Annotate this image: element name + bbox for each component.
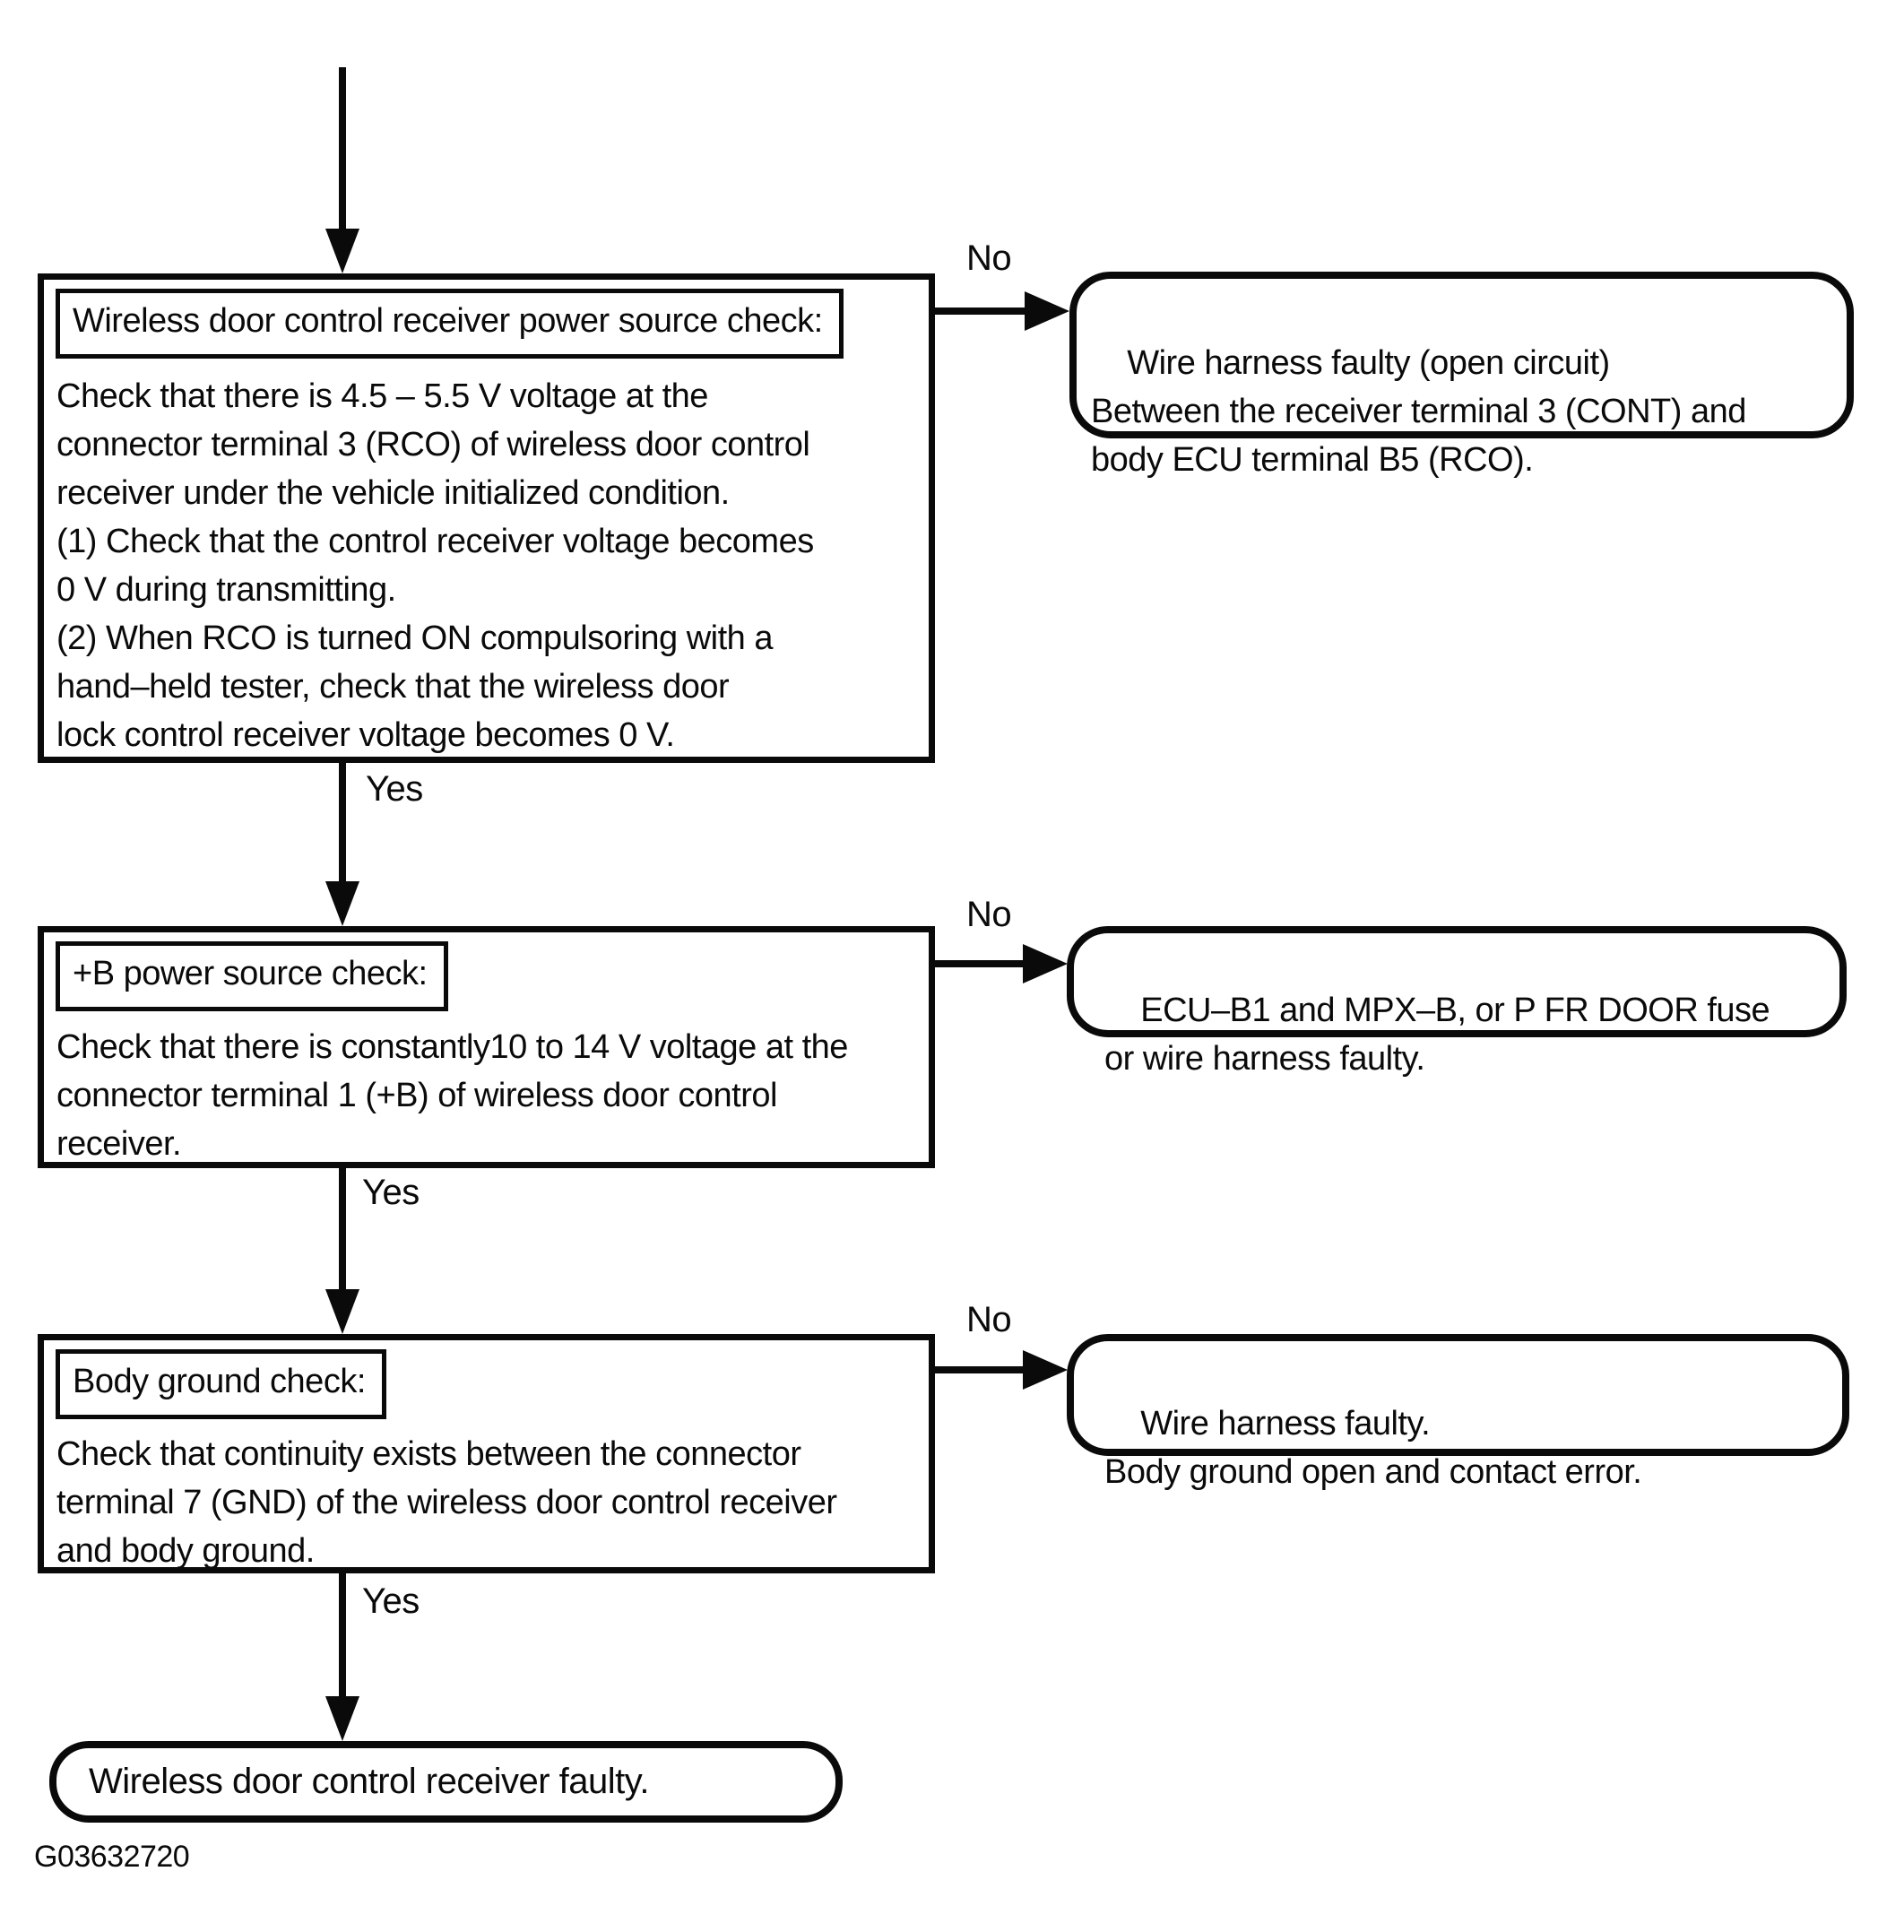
step-1-box: Wireless door control receiver power sou…: [38, 273, 935, 763]
step-2-yes-arrow-head-icon: [325, 1289, 359, 1334]
step-3-body: Check that continuity exists between the…: [56, 1435, 837, 1570]
step-2-yes-label: Yes: [362, 1173, 420, 1212]
step-2-body: Check that there is constantly10 to 14 V…: [56, 1028, 848, 1163]
entry-arrow-head-icon: [325, 229, 359, 273]
step-1-title: Wireless door control receiver power sou…: [56, 289, 844, 359]
step-2-no-result-box: ECU–B1 and MPX–B, or P FR DOOR fuse or w…: [1067, 926, 1847, 1078]
step-1-no-result-text: Wire harness faulty (open circuit) Betwe…: [1091, 344, 1746, 479]
final-result-text: Wireless door control receiver faulty.: [89, 1762, 649, 1801]
step-1-no-arrow-line: [935, 308, 1026, 315]
step-1-yes-arrow-head-icon: [325, 881, 359, 926]
step-3-yes-label: Yes: [362, 1581, 420, 1621]
step-2-yes-arrow-line: [339, 1166, 346, 1294]
step-3-no-arrow-line: [933, 1366, 1025, 1373]
entry-arrow-line: [339, 67, 346, 233]
step-2-no-arrow-line: [933, 960, 1025, 967]
step-3-no-result-box: Wire harness faulty. Body ground open an…: [1067, 1334, 1849, 1491]
step-3-yes-arrow-line: [339, 1572, 346, 1699]
step-1-body: Check that there is 4.5 – 5.5 V voltage …: [56, 377, 814, 754]
step-1-no-label: No: [966, 238, 1012, 278]
step-3-no-label: No: [966, 1300, 1012, 1339]
step-3-no-result-text: Wire harness faulty. Body ground open an…: [1104, 1405, 1642, 1491]
step-3-box: Body ground check: Check that continuity…: [38, 1334, 935, 1573]
step-1-no-arrow-head-icon: [1025, 291, 1069, 331]
step-3-no-arrow-head-icon: [1023, 1350, 1068, 1390]
step-2-no-result-text: ECU–B1 and MPX–B, or P FR DOOR fuse or w…: [1104, 992, 1770, 1078]
step-2-no-arrow-head-icon: [1023, 944, 1068, 983]
step-2-no-label: No: [966, 895, 1012, 934]
step-3-yes-arrow-head-icon: [325, 1696, 359, 1741]
figure-id: G03632720: [34, 1840, 190, 1874]
step-2-box: +B power source check: Check that there …: [38, 926, 935, 1168]
step-2-title: +B power source check:: [56, 941, 448, 1011]
final-result-box: Wireless door control receiver faulty.: [49, 1741, 843, 1823]
step-1-no-result-box: Wire harness faulty (open circuit) Betwe…: [1069, 272, 1854, 479]
step-1-yes-arrow-line: [339, 761, 346, 887]
step-3-title: Body ground check:: [56, 1349, 386, 1419]
step-1-yes-label: Yes: [366, 769, 423, 809]
